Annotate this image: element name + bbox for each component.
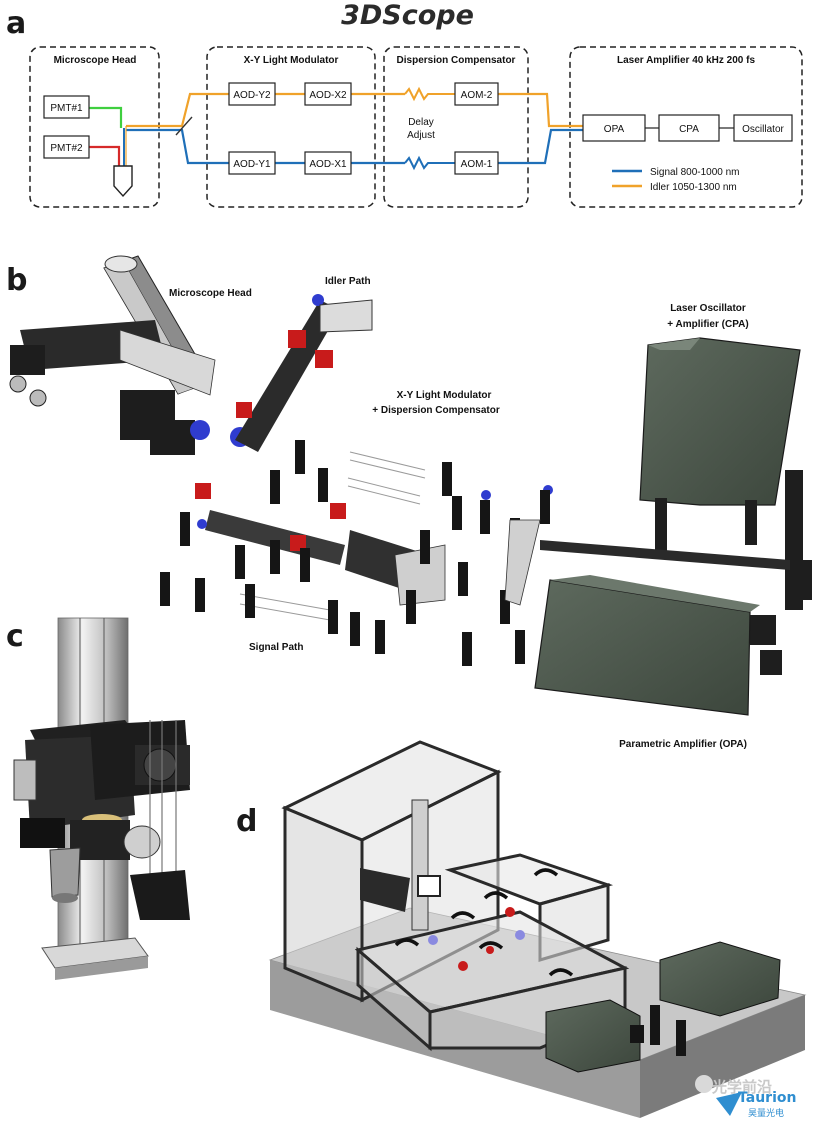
aod-x1-box [304, 151, 352, 175]
cpa-box-render [659, 941, 781, 1017]
pmt1-label: PMT#1 [50, 103, 83, 114]
aod-y1-box [228, 151, 276, 175]
pmt2-box [43, 135, 90, 159]
idler-beam [126, 92, 229, 128]
enclosure-handles [394, 868, 574, 977]
optical-posts [160, 440, 550, 666]
aod-x2-box [304, 82, 352, 106]
label-opa: Parametric Amplifier (OPA) [619, 739, 747, 750]
aom1-box [454, 151, 499, 175]
pmt1-line [89, 106, 123, 128]
group-dispersion [383, 46, 529, 208]
cpa-box [658, 114, 720, 142]
panel-d-render [268, 740, 807, 1118]
label-xy-2: + Dispersion Compensator [372, 405, 500, 416]
label-idler-path: Idler Path [325, 276, 371, 287]
panel-c-render [13, 617, 190, 980]
cpa-enclosure [639, 337, 801, 506]
dichroic-mirror [175, 116, 193, 136]
delay-label-2: Adjust [407, 130, 435, 141]
idler-delay-spring [404, 86, 455, 102]
aod-y1-label: AOD-Y1 [233, 159, 271, 170]
panel-label-b: b [6, 263, 28, 298]
panel-b-render: Microscope Head Idler Path Laser Oscilla… [9, 255, 812, 750]
panel-label-d: d [236, 804, 258, 839]
aod-y2-box [228, 82, 276, 106]
pmt2-label: PMT#2 [50, 143, 83, 154]
watermark-brand: Taurion [738, 1090, 797, 1106]
opa-box-render [545, 999, 641, 1073]
watermark-text: 光学前沿 [712, 1078, 773, 1096]
opa-label: OPA [604, 124, 625, 135]
group-label-laser: Laser Amplifier 40 kHz 200 fs [617, 55, 755, 66]
opa-box [582, 114, 646, 142]
group-label-xy: X-Y Light Modulator [244, 55, 339, 66]
objective-render [49, 847, 81, 898]
watermark-logo-icon [695, 1075, 742, 1116]
group-label-dispersion: Dispersion Compensator [397, 55, 516, 66]
group-label-microscope-head: Microscope Head [54, 55, 137, 66]
label-laser-osc-1: Laser Oscillator [670, 303, 746, 314]
label-microscope-head: Microscope Head [169, 288, 252, 299]
signal-beam [126, 128, 229, 165]
pmt2-line [89, 145, 121, 166]
signal-delay-spring [404, 155, 455, 171]
legend-idler-label: Idler 1050-1300 nm [650, 182, 737, 193]
oscillator-box [733, 114, 793, 142]
aod-x2-label: AOD-X2 [309, 90, 347, 101]
figure-title: 3DScope [341, 0, 474, 31]
aom1-label: AOM-1 [461, 159, 493, 170]
panel-label-a: a [6, 6, 27, 41]
delay-label-1: Delay [408, 117, 434, 128]
label-xy-1: X-Y Light Modulator [397, 390, 492, 401]
label-laser-osc-2: + Amplifier (CPA) [667, 319, 748, 330]
cpa-label: CPA [679, 124, 699, 135]
aod-x1-label: AOD-X1 [309, 159, 347, 170]
legend-signal-label: Signal 800-1000 nm [650, 167, 740, 178]
oscillator-label: Oscillator [742, 124, 784, 135]
panel-label-c: c [6, 619, 24, 654]
panel-a-diagram: Microscope Head X-Y Light Modulator Disp… [29, 46, 803, 208]
objective-icon [113, 165, 133, 198]
aod-y2-label: AOD-Y2 [233, 90, 271, 101]
watermark-sub: 昊量光电 [748, 1109, 785, 1119]
label-signal-path: Signal Path [249, 642, 303, 653]
aom2-box [454, 82, 499, 106]
group-xy-modulator [206, 46, 376, 208]
pmt1-box [43, 95, 90, 119]
aom2-label: AOM-2 [461, 90, 493, 101]
